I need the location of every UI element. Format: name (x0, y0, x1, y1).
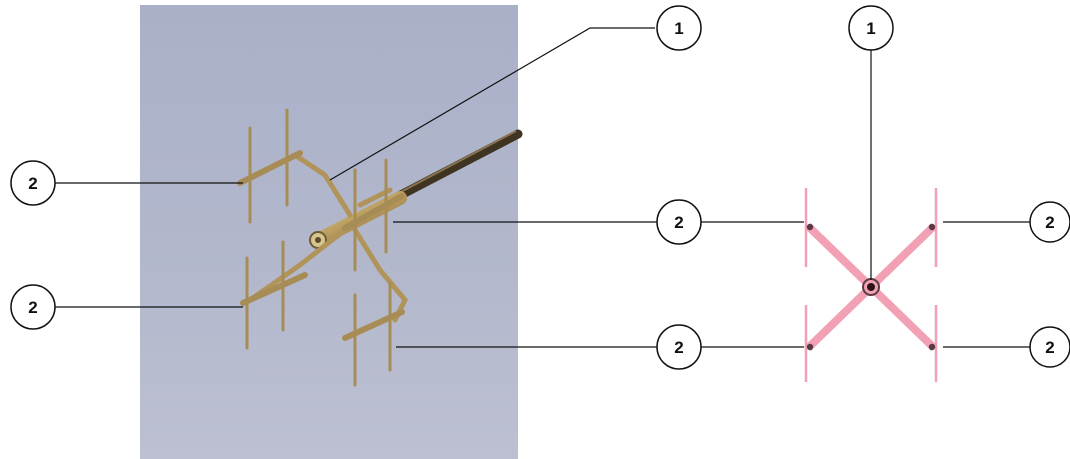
hub-bore (315, 237, 321, 243)
callout-schematic-lower-right: 2 (1029, 326, 1070, 368)
callout-schematic-hub: 1 (848, 5, 894, 51)
schematic-hub-center (867, 283, 875, 291)
svg-text:1: 1 (866, 19, 875, 38)
mast-highlight (396, 130, 517, 195)
yagi-upper-left (237, 108, 303, 224)
antenna-photo (140, 5, 523, 459)
svg-text:2: 2 (1045, 213, 1054, 232)
yagi-center-right (342, 158, 405, 272)
leader-hub (329, 27, 655, 181)
schematic-arm-ll (805, 284, 874, 351)
yagi-lower-right (342, 281, 405, 387)
photo-leader-lines (55, 27, 657, 348)
svg-text:2: 2 (28, 174, 37, 193)
callout-photo-center-right: 2 (656, 199, 702, 245)
callout-photo-upper-left: 2 (10, 160, 56, 206)
antenna-schematic (804, 188, 938, 382)
schematic-leader-lines (701, 50, 1031, 348)
mast (390, 129, 523, 203)
schematic-arm-ur (868, 223, 937, 290)
callout-schematic-upper-right: 2 (1029, 201, 1070, 243)
callout-photo-lower-left: 2 (10, 284, 56, 330)
svg-text:2: 2 (674, 213, 683, 232)
svg-text:1: 1 (674, 19, 683, 38)
schematic-arm-lr (868, 284, 937, 351)
callout-photo-lower-right: 2 (656, 324, 702, 370)
svg-text:2: 2 (28, 298, 37, 317)
svg-text:2: 2 (674, 338, 683, 357)
yagi-lower-left (240, 240, 308, 350)
schematic-arm-ul (805, 223, 874, 290)
schematic-feed-tips (806, 223, 936, 351)
callout-photo-hub: 1 (656, 5, 702, 51)
svg-text:2: 2 (1045, 338, 1054, 357)
